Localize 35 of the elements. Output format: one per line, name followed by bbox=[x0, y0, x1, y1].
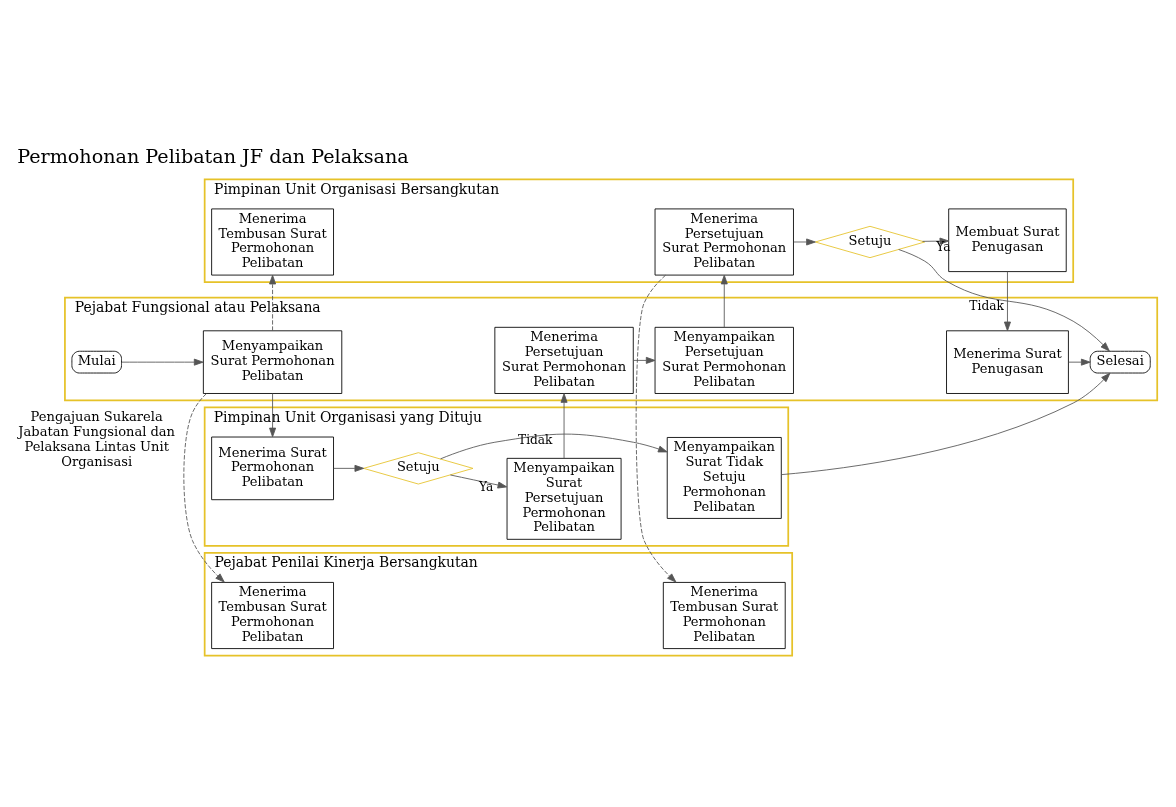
node-box: Menyampaikan Persetujuan Surat Permohonan Pelibatan bbox=[654, 326, 794, 394]
arrow bbox=[440, 433, 668, 460]
node-box: Menerima Tembusan Surat Permohonan Pelibatan bbox=[211, 582, 334, 650]
arrow bbox=[793, 238, 816, 246]
node-box: Selesai bbox=[1089, 350, 1151, 374]
arrow bbox=[898, 249, 1110, 352]
arrow bbox=[780, 372, 1111, 476]
arrow bbox=[635, 274, 677, 583]
label: Pengajuan Sukarela Jabatan Fungsional dan Pelaksana Lintas Unit Organisasi bbox=[18, 409, 176, 469]
arrow bbox=[269, 393, 277, 438]
arrow bbox=[450, 474, 508, 489]
arrow bbox=[269, 274, 277, 332]
node-box: Menerima Surat Permohonan Pelibatan bbox=[211, 436, 334, 501]
arrow bbox=[121, 358, 204, 366]
arrow bbox=[1068, 358, 1091, 366]
arrow bbox=[632, 356, 656, 364]
edge-label: Tidak bbox=[518, 433, 553, 448]
node-box: Mulai bbox=[71, 350, 122, 374]
node-box: Menerima Tembusan Surat Permohonan Pelibatan bbox=[662, 582, 786, 650]
node-box: Menerima Tembusan Surat Permohonan Pelibatan bbox=[211, 208, 334, 276]
node-diamond: Setuju bbox=[814, 225, 926, 259]
edge-label: Ya bbox=[478, 479, 494, 494]
node-box: Menyampaikan Surat Tidak Setuju Permohonan Pelibatan bbox=[666, 437, 782, 519]
node-diamond: Setuju bbox=[363, 452, 474, 485]
diagram-title: Permohonan Pelibatan JF dan Pelaksana bbox=[17, 145, 409, 169]
arrow bbox=[720, 274, 728, 328]
node-box: Menerima Persetujuan Surat Permohonan Pelibatan bbox=[494, 326, 634, 394]
edge-label: Tidak bbox=[969, 299, 1004, 314]
node-box: Menerima Persetujuan Surat Permohonan Pelibatan bbox=[654, 208, 794, 276]
arrow bbox=[333, 464, 365, 472]
arrow bbox=[1004, 271, 1011, 332]
node-box: Menyampaikan Surat Permohonan Pelibatan bbox=[202, 330, 343, 394]
node-box: Menyampaikan Surat Persetujuan Permohonan Pelibatan bbox=[506, 457, 622, 540]
arrow bbox=[560, 393, 568, 459]
node-box: Menerima Surat Penugasan bbox=[946, 330, 1069, 394]
